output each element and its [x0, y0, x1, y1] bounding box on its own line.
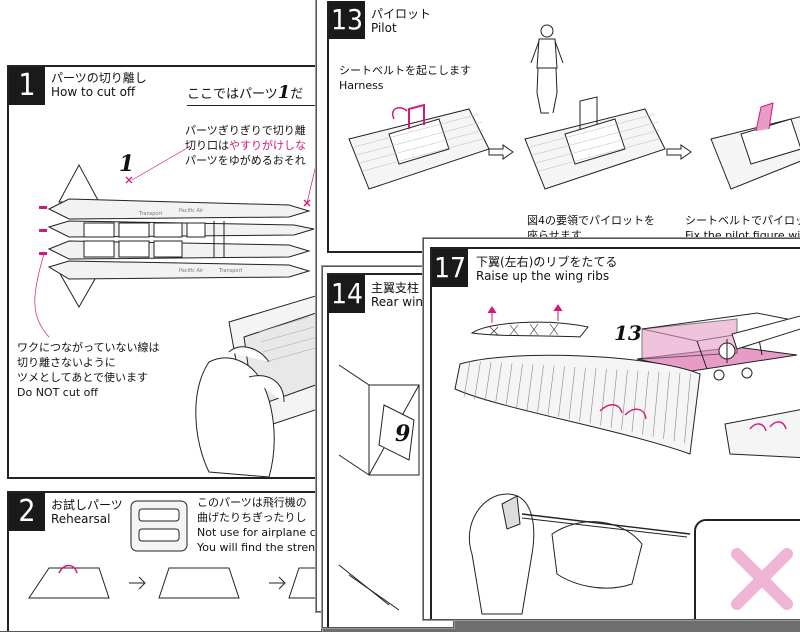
- harness-text-en: Harness: [339, 79, 384, 92]
- wing-strut-illustration: [338, 364, 420, 611]
- wing-rib-line: [558, 366, 565, 417]
- part-number-label: 9: [395, 421, 411, 447]
- wing-rib-line: [516, 363, 523, 409]
- step-number: 1: [9, 67, 45, 105]
- step-title-en: How to cut off: [51, 85, 136, 99]
- step-2-panel: 2 お試しパーツ Rehearsal このパーツは飛行機の 曲げたりちぎったりし…: [7, 491, 322, 631]
- wrong-mark-cross-icon: [731, 548, 793, 610]
- cut-note-line1: パーツぎりぎりで切り離: [185, 124, 306, 137]
- rehearsal-line4: You will find the strengt: [197, 541, 322, 554]
- part-number-label: 13: [614, 321, 642, 345]
- rehearsal-line3: Not use for airplane co: [197, 526, 322, 539]
- wing-rib-line: [474, 361, 481, 400]
- rehearsal-sequence-illustration: [28, 564, 321, 599]
- wing-rib-line: [684, 373, 691, 444]
- step-13-panel: 13 パイロット Pilot シートベルトを起こします Harness: [327, 1, 800, 253]
- wing-rib-line: [547, 365, 555, 415]
- cut-note-line2: 切り口はやすりがけしな: [185, 139, 306, 152]
- warning-line2: 切り離さないように: [17, 356, 116, 369]
- plane-text-3: Pacific Air: [179, 268, 204, 274]
- step-title-ja: パイロット: [371, 7, 432, 21]
- step-title-ja: 主翼支柱: [371, 281, 420, 295]
- step-number: 13: [329, 1, 365, 39]
- warning-line4: Do NOT cut off: [17, 386, 98, 399]
- part-number-label: 1: [119, 151, 135, 177]
- hands-tweezers-illustration: [468, 493, 691, 615]
- wing-rib-line: [495, 362, 502, 404]
- step-title-ja: パーツの切り離し: [51, 71, 147, 85]
- step-number: 2: [9, 493, 45, 531]
- rehearsal-line2: 曲げたりちぎったりし: [197, 511, 307, 524]
- wing-rib-line: [484, 362, 492, 402]
- step-title-en: Rear wing: [371, 295, 431, 309]
- wing-rib-line: [673, 372, 681, 442]
- sequence-arrow-2: [666, 144, 692, 160]
- cut-note-line3: パーツをゆがめるおそれ: [185, 154, 306, 167]
- manual-page-front: 17 下翼(左右)のリブをたてる Raise up the wing ribs …: [423, 238, 800, 620]
- fuselage-harness-step3: [710, 102, 800, 190]
- caption-fix-pilot-l1: シートベルトでパイロッ: [685, 214, 800, 227]
- step-number: 17: [432, 249, 468, 287]
- wing-rib-line: [663, 372, 670, 439]
- wing-rib-line: [642, 371, 649, 435]
- wing-rib-line: [526, 364, 534, 411]
- step-heading: ここではパーツ1だ: [187, 82, 304, 103]
- step-title-en: Rehearsal: [51, 512, 111, 526]
- step-number: 14: [329, 275, 365, 313]
- plane-text-4: Transport: [218, 268, 243, 274]
- biplane-illustration: [636, 312, 800, 381]
- rehearsal-line1: このパーツは飛行機の: [197, 496, 307, 509]
- warning-line1: ワクにつながっていない線は: [17, 341, 160, 354]
- fuselage-harness-step2: [524, 96, 666, 190]
- warning-line3: ツメとしてあとで使います: [17, 371, 149, 384]
- step-title-ja: 下翼(左右)のリブをたてる: [476, 255, 618, 269]
- wing-rib-line: [600, 368, 607, 426]
- wing-rib-part: [470, 304, 589, 338]
- wing-rib-line: [621, 369, 628, 431]
- wing-rib-line: [537, 365, 544, 413]
- wing-rib-line: [579, 367, 586, 422]
- plane-text-2: Transport: [138, 211, 163, 217]
- wing-rib-line: [631, 370, 639, 433]
- step-title-ja: お試しパーツ: [51, 498, 123, 512]
- fuselage-parts-illustration: Pacific Air Transport Pacific Air Transp…: [34, 146, 320, 338]
- lower-wing-ribs: [454, 354, 701, 455]
- pilot-figure-illustration: [530, 24, 564, 114]
- right-wing-ribs: [724, 409, 800, 459]
- hand-cutting-illustration: [195, 293, 321, 477]
- wing-rib-line: [463, 360, 471, 398]
- fuselage-harness-step1: [348, 103, 490, 190]
- wing-rib-line: [568, 366, 576, 420]
- plane-text-1: Pacific Air: [179, 208, 204, 214]
- caption-seat-pilot-l1: 図4の要領でパイロットを: [527, 214, 655, 227]
- rehearsal-part-illustration: [130, 500, 188, 552]
- step-1-panel: 1 パーツの切り離し How to cut off ここではパーツ1だ パーツぎ…: [7, 65, 321, 479]
- wing-rib-line: [610, 369, 618, 428]
- wing-rib-line: [505, 363, 513, 406]
- step-title-en: Raise up the wing ribs: [476, 269, 610, 283]
- step-17-panel: 17 下翼(左右)のリブをたてる Raise up the wing ribs …: [430, 247, 800, 619]
- manual-page-left: 1 パーツの切り離し How to cut off ここではパーツ1だ パーツぎ…: [0, 0, 322, 632]
- heading-underline: [187, 105, 321, 106]
- wing-rib-line: [652, 371, 660, 437]
- sequence-arrow-1: [488, 144, 514, 160]
- wing-rib-line: [589, 368, 597, 424]
- step-title-en: Pilot: [371, 21, 397, 35]
- harness-text-ja: シートベルトを起こします: [339, 64, 471, 77]
